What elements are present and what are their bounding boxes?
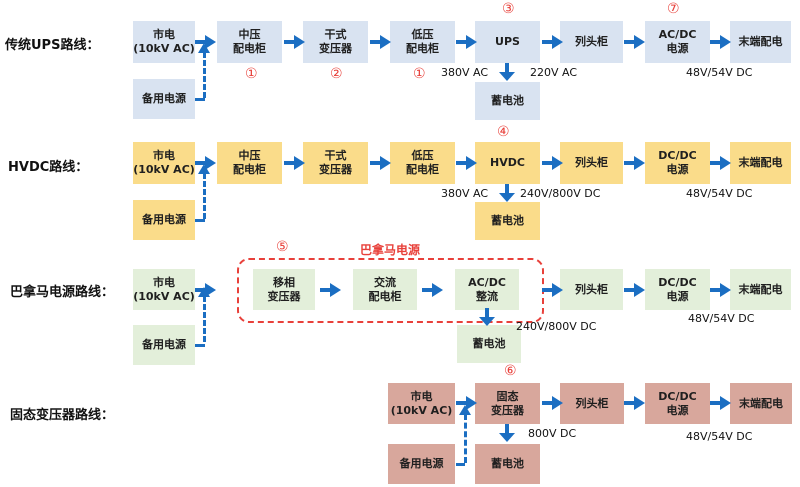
flow-arrow-icon	[456, 35, 477, 49]
backup-dashed-line	[195, 344, 205, 347]
voltage-label: 240V/800V DC	[520, 187, 601, 200]
flow-arrow-icon	[456, 156, 477, 170]
flow-arrow-icon	[320, 283, 341, 297]
backup-dashed-line	[195, 219, 205, 222]
step-marker: ①	[413, 66, 426, 82]
flow-arrow-icon	[710, 283, 731, 297]
battery-arrow-icon	[479, 308, 495, 326]
backup-dashed-line	[203, 52, 206, 98]
block-row-head-cabinet: 列头柜	[560, 21, 623, 63]
flow-arrow-icon	[195, 156, 216, 170]
step-marker: ⑥	[504, 363, 517, 379]
voltage-label: 48V/54V DC	[686, 66, 753, 79]
block-mains-supply: 市电 (10kV AC)	[133, 21, 195, 63]
backup-dashed-line	[195, 98, 205, 101]
block-backup-power: 备用电源	[133, 200, 195, 240]
flow-arrow-icon	[370, 156, 391, 170]
flow-arrow-icon	[370, 35, 391, 49]
block-mv-cabinet: 中压 配电柜	[217, 21, 282, 63]
block-dry-transformer: 干式 变压器	[303, 21, 368, 63]
flow-arrow-icon	[710, 396, 731, 410]
block-row-head-cabinet: 列头柜	[560, 383, 624, 424]
block-lv-cabinet: 低压 配电柜	[390, 142, 455, 184]
step-marker: ①	[245, 66, 258, 82]
row-title-panama: 巴拿马电源路线：	[10, 285, 115, 300]
row-title-ups: 传统UPS路线：	[5, 38, 100, 53]
block-battery: 蓄电池	[475, 444, 540, 484]
backup-arrow-icon	[459, 405, 471, 415]
voltage-label: 48V/54V DC	[688, 312, 755, 325]
flow-arrow-icon	[542, 156, 563, 170]
flow-arrow-icon	[542, 283, 563, 297]
block-solid-state-transformer: 固态 变压器	[475, 383, 540, 424]
block-dry-transformer: 干式 变压器	[303, 142, 368, 184]
block-end-distribution: 末端配电	[730, 383, 792, 424]
battery-arrow-icon	[499, 63, 515, 81]
voltage-label: 48V/54V DC	[686, 430, 753, 443]
flow-arrow-icon	[284, 156, 305, 170]
step-marker: ⑦	[667, 1, 680, 17]
block-backup-power: 备用电源	[388, 444, 455, 484]
block-backup-power: 备用电源	[133, 325, 195, 365]
flow-arrow-icon	[624, 283, 645, 297]
flow-arrow-icon	[710, 156, 731, 170]
block-row-head-cabinet: 列头柜	[560, 269, 623, 310]
backup-arrow-icon	[198, 164, 210, 174]
voltage-label: 800V DC	[528, 427, 577, 440]
flow-arrow-icon	[456, 396, 477, 410]
block-mv-cabinet: 中压 配电柜	[217, 142, 282, 184]
battery-arrow-icon	[499, 424, 515, 442]
voltage-label: 380V AC	[441, 187, 489, 200]
block-mains-supply: 市电 (10kV AC)	[133, 142, 195, 184]
block-phase-transformer: 移相 变压器	[253, 269, 315, 310]
block-backup-power: 备用电源	[133, 79, 195, 119]
flow-arrow-icon	[284, 35, 305, 49]
block-dcdc-power: DC/DC 电源	[645, 142, 710, 184]
block-dcdc-power: DC/DC 电源	[645, 269, 710, 310]
backup-dashed-line	[203, 296, 206, 342]
block-dcdc-power: DC/DC 电源	[645, 383, 710, 424]
block-mains-supply: 市电 (10kV AC)	[388, 383, 455, 424]
backup-arrow-icon	[198, 287, 210, 297]
block-ups: UPS	[475, 21, 540, 63]
block-row-head-cabinet: 列头柜	[560, 142, 623, 184]
row-title-hvdc: HVDC路线：	[8, 160, 89, 175]
block-hvdc: HVDC	[475, 142, 540, 184]
voltage-label: 380V AC	[441, 66, 489, 79]
flow-arrow-icon	[624, 35, 645, 49]
block-acdc-power: AC/DC 电源	[645, 21, 710, 63]
block-mains-supply: 市电 (10kV AC)	[133, 269, 195, 310]
panama-group-label: 巴拿马电源	[360, 243, 421, 257]
flow-arrow-icon	[624, 156, 645, 170]
row-title-sst: 固态变压器路线：	[10, 408, 115, 423]
block-end-distribution: 末端配电	[730, 269, 791, 310]
voltage-label: 220V AC	[530, 66, 578, 79]
block-battery: 蓄电池	[457, 325, 521, 363]
step-marker: ③	[502, 1, 515, 17]
block-acdc-rectifier: AC/DC 整流	[455, 269, 519, 310]
block-end-distribution: 末端配电	[730, 142, 791, 184]
backup-arrow-icon	[198, 43, 210, 53]
flow-arrow-icon	[710, 35, 731, 49]
backup-dashed-line	[203, 173, 206, 219]
step-marker: ⑤	[276, 239, 289, 255]
step-marker: ④	[497, 124, 510, 140]
block-end-distribution: 末端配电	[730, 21, 791, 63]
flow-arrow-icon	[542, 35, 563, 49]
voltage-label: 48V/54V DC	[686, 187, 753, 200]
voltage-label: 240V/800V DC	[516, 320, 597, 333]
battery-arrow-icon	[499, 184, 515, 202]
backup-dashed-line	[464, 414, 467, 463]
flow-arrow-icon	[195, 35, 216, 49]
backup-dashed-line	[456, 463, 465, 466]
block-ac-cabinet: 交流 配电柜	[353, 269, 417, 310]
block-battery: 蓄电池	[475, 202, 540, 240]
step-marker: ②	[330, 66, 343, 82]
block-battery: 蓄电池	[475, 82, 540, 120]
flow-arrow-icon	[624, 396, 645, 410]
flow-arrow-icon	[542, 396, 563, 410]
flow-arrow-icon	[422, 283, 443, 297]
block-lv-cabinet: 低压 配电柜	[390, 21, 455, 63]
